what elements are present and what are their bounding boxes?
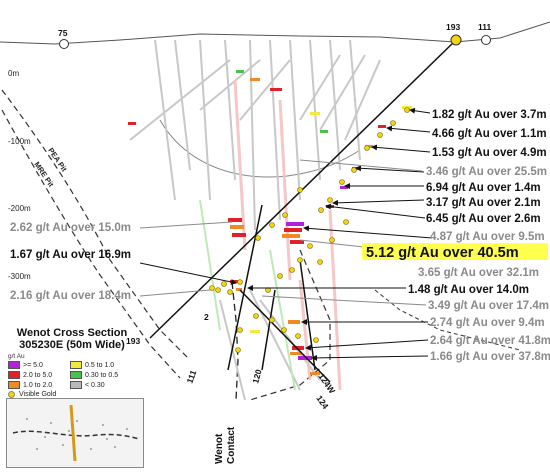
legend-label: < 0.30 [85, 381, 105, 389]
annotation-7: 6.45 g/t Au over 2.6m [426, 213, 541, 225]
pit-shell-right [374, 289, 521, 351]
legend-item: 0.30 to 0.5 [70, 371, 132, 379]
wenot-label-line2: Contact [226, 426, 237, 464]
leader-arrows [139, 107, 433, 361]
hole-label-193-bottom: 193 [126, 336, 140, 346]
topography-line [0, 21, 550, 45]
annotation-10: 3.65 g/t Au over 32.1m [418, 267, 539, 279]
wenot-label-line1: Wenot [214, 433, 225, 464]
annotation-4: 3.46 g/t Au over 25.5m [426, 166, 547, 178]
annotation-5: 6.94 g/t Au over 1.4m [426, 182, 541, 194]
annotation-14: 2.64 g/t Au over 41.8m [430, 335, 550, 347]
annotation-6: 3.17 g/t Au over 2.1m [426, 197, 541, 209]
annotation-16: 2.62 g/t Au over 15.0m [10, 222, 131, 234]
annotation-9-highlight: 5.12 g/t Au over 40.5m [366, 245, 519, 261]
hole-label-75: 75 [58, 28, 68, 38]
hole-120-trace [261, 289, 276, 371]
depth-label-300: -300m [8, 272, 31, 281]
depth-label-100: -100m [8, 137, 31, 146]
annotation-18: 2.16 g/t Au over 18.4m [10, 290, 131, 302]
pea-pit-label: PEA Pit [46, 146, 69, 174]
legend-item: 2.0 to 5.0 [8, 371, 70, 379]
hole-label-2: 2 [204, 312, 209, 322]
legend-grid: >= 5.0 0.5 to 1.0 2.0 to 5.0 0.30 to 0.5… [8, 361, 136, 389]
collar-111 [481, 35, 491, 45]
annotation-15: 1.66 g/t Au over 37.8m [430, 351, 550, 363]
annotation-3: 1.53 g/t Au over 4.9m [432, 147, 547, 159]
legend-swatch [8, 371, 20, 379]
visible-gold-dots [209, 107, 410, 353]
pit-shell-lower [249, 249, 331, 401]
legend-title: Wenot Cross Section [16, 327, 128, 339]
hole-label-111-bottom: 111 [184, 369, 198, 385]
legend-swatch [70, 381, 82, 389]
legend-swatch [8, 361, 20, 369]
annotation-1: 1.82 g/t Au over 3.7m [432, 109, 547, 121]
legend-subtitle: 305230E (50m Wide) [19, 339, 125, 351]
legend-label: 0.30 to 0.5 [85, 371, 119, 379]
visible-gold-icon [8, 391, 15, 398]
annotation-17: 1.67 g/t Au over 16.9m [10, 249, 131, 261]
hole-193-trace [149, 39, 457, 339]
hole-124w-trace [299, 259, 316, 371]
legend-item: 0.5 to 1.0 [70, 361, 132, 369]
legend-label: >= 5.0 [23, 361, 43, 369]
hole-label-193-top: 193 [446, 22, 460, 32]
background-green-traces [199, 199, 296, 391]
legend-swatch [70, 361, 82, 369]
annotation-8: 4.87 g/t Au over 9.5m [430, 231, 545, 243]
pea-pit-line [1, 89, 191, 361]
annotation-2: 4.66 g/t Au over 1.1m [432, 128, 547, 140]
legend-item: 1.0 to 2.0 [8, 381, 70, 389]
inset-map-canvas [12, 404, 140, 462]
highlight-box [362, 243, 548, 260]
legend-label: 2.0 to 5.0 [23, 371, 53, 379]
hole-label-120-bottom: 120 [250, 368, 263, 385]
visible-gold-label: Visible Gold [19, 391, 57, 398]
annotation-13: 2.74 g/t Au over 9.4m [430, 317, 545, 329]
legend-item: < 0.30 [70, 381, 132, 389]
mre-pit-line [1, 109, 181, 379]
drill-hole-traces [149, 39, 457, 383]
legend-swatch [8, 381, 20, 389]
collar-75 [59, 39, 69, 49]
legend-visible-gold: Visible Gold [8, 391, 136, 398]
annotation-11: 1.48 g/t Au over 14.0m [408, 284, 529, 296]
legend-unit: g/t Au [8, 353, 25, 360]
annotation-12: 3.49 g/t Au over 17.4m [428, 300, 549, 312]
hole-label-124w: 124W [316, 371, 337, 396]
hole-label-111-top: 111 [478, 22, 492, 32]
legend-swatch [70, 371, 82, 379]
collar-193 [450, 34, 462, 46]
wenot-contact-line [231, 281, 239, 401]
hole-111-trace [227, 204, 263, 371]
hole-label-124-bottom: 124 [314, 393, 330, 411]
depth-label-0: 0m [8, 69, 19, 78]
depth-label-200: -200m [8, 204, 31, 213]
legend-item: >= 5.0 [8, 361, 70, 369]
legend-label: 1.0 to 2.0 [23, 381, 53, 389]
inset-location-map [6, 398, 144, 468]
legend-label: 0.5 to 1.0 [85, 361, 115, 369]
legend: Wenot Cross Section 305230E (50m Wide) g… [8, 327, 136, 398]
